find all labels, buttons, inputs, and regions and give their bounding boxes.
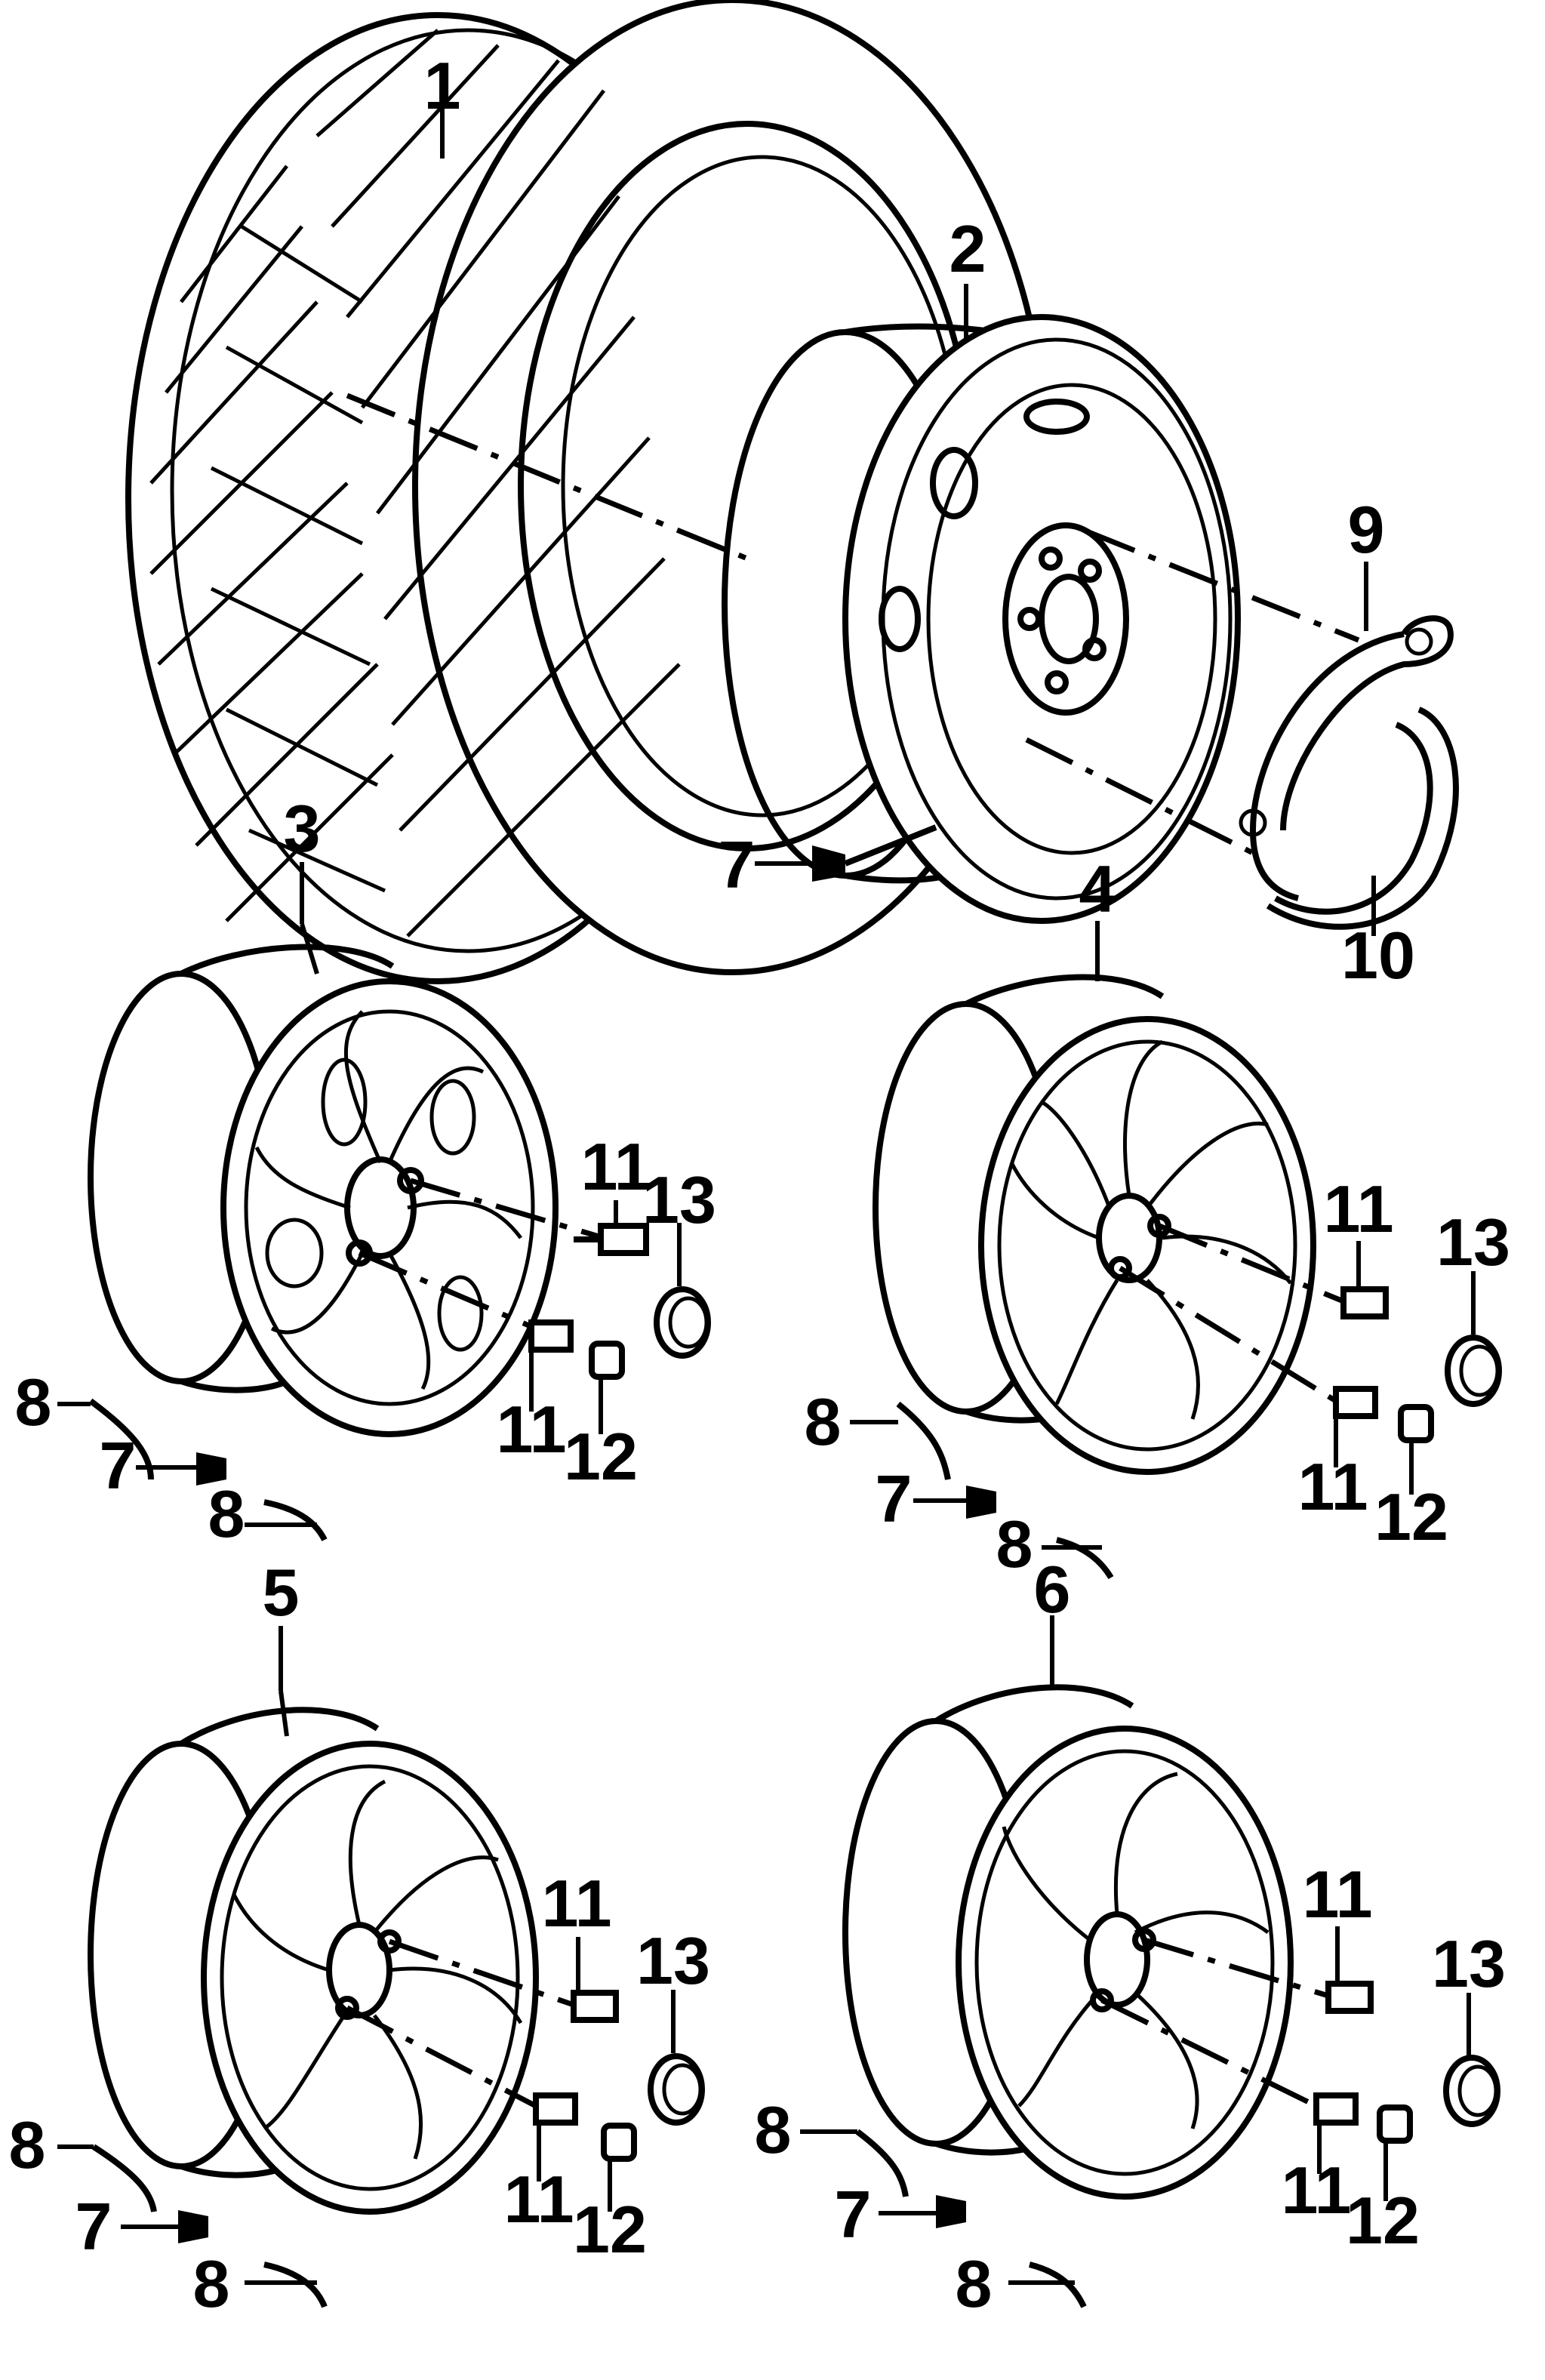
- callout-10: 10: [1341, 918, 1415, 993]
- callout-13a: 13: [642, 1162, 716, 1237]
- callout-7e: 7: [835, 2177, 872, 2252]
- callout-7d: 7: [75, 2189, 112, 2264]
- callout-12c: 12: [573, 2192, 647, 2267]
- callout-7c: 7: [876, 1461, 913, 1536]
- alloy-wheel-b: [873, 921, 1316, 1475]
- callout-8e: 8: [9, 2108, 46, 2182]
- callout-12b: 12: [1374, 1479, 1448, 1554]
- steel-wheel: [722, 284, 1241, 924]
- callout-1: 1: [424, 48, 461, 123]
- wheel-b-hardware: [850, 1223, 1502, 1580]
- alloy-wheel-d: [842, 1615, 1294, 2200]
- clip-rings: [1239, 562, 1459, 936]
- callout-11e: 11: [541, 1866, 611, 1941]
- wheel-c-hardware: [57, 1937, 705, 2308]
- valve-steel: [755, 824, 937, 882]
- callout-11b: 11: [496, 1392, 566, 1467]
- callout-11a: 11: [580, 1129, 651, 1204]
- callout-13c: 13: [636, 1923, 710, 1998]
- callout-8h: 8: [956, 2246, 993, 2321]
- callout-8f: 8: [193, 2246, 230, 2321]
- callout-11f: 11: [503, 2162, 574, 2237]
- wheel-a-hardware: [57, 1178, 711, 1541]
- callout-8d: 8: [996, 1507, 1033, 1581]
- alloy-wheel-c: [88, 1626, 539, 2215]
- callout-13d: 13: [1432, 1926, 1506, 2001]
- callout-7a: 7: [719, 827, 756, 902]
- alloy-wheel-a: [88, 862, 559, 1437]
- callout-3: 3: [284, 791, 321, 866]
- callout-9: 9: [1348, 492, 1385, 567]
- callout-11d: 11: [1297, 1449, 1368, 1524]
- callout-6: 6: [1034, 1552, 1071, 1627]
- wheel-d-hardware: [800, 1926, 1500, 2308]
- callout-11g: 11: [1302, 1857, 1372, 1932]
- callout-4: 4: [1079, 851, 1116, 926]
- callout-11h: 11: [1281, 2153, 1351, 2228]
- callout-8c: 8: [805, 1384, 842, 1459]
- callout-8b: 8: [208, 1476, 245, 1551]
- callout-8g: 8: [755, 2092, 792, 2167]
- callout-7b: 7: [100, 1428, 137, 1503]
- callout-5: 5: [263, 1555, 300, 1630]
- callout-8a: 8: [15, 1365, 52, 1439]
- callout-12a: 12: [564, 1419, 638, 1494]
- callout-13b: 13: [1436, 1205, 1510, 1279]
- callout-2: 2: [949, 211, 986, 286]
- callout-12d: 12: [1346, 2183, 1420, 2258]
- callout-11c: 11: [1323, 1172, 1393, 1246]
